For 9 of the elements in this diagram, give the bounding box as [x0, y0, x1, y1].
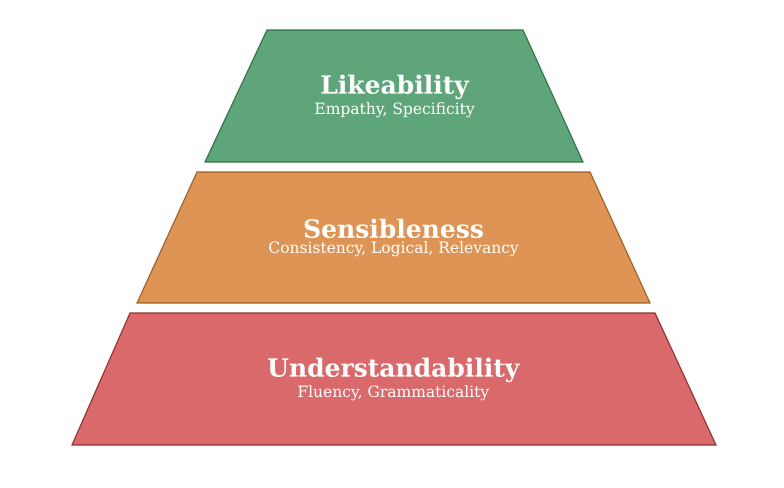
pyramid-level: [204, 29, 584, 163]
level-subtitle: Empathy, Specificity: [315, 102, 475, 118]
level-title: Sensibleness: [304, 218, 483, 238]
pyramid-level: [71, 312, 717, 446]
level-title: Understandability: [268, 358, 520, 382]
level-subtitle: Consistency, Logical, Relevancy: [269, 241, 519, 256]
level-title: Likeability: [321, 74, 470, 100]
pyramid-level: [136, 171, 651, 304]
level-subtitle: Fluency, Grammaticality: [298, 385, 490, 400]
